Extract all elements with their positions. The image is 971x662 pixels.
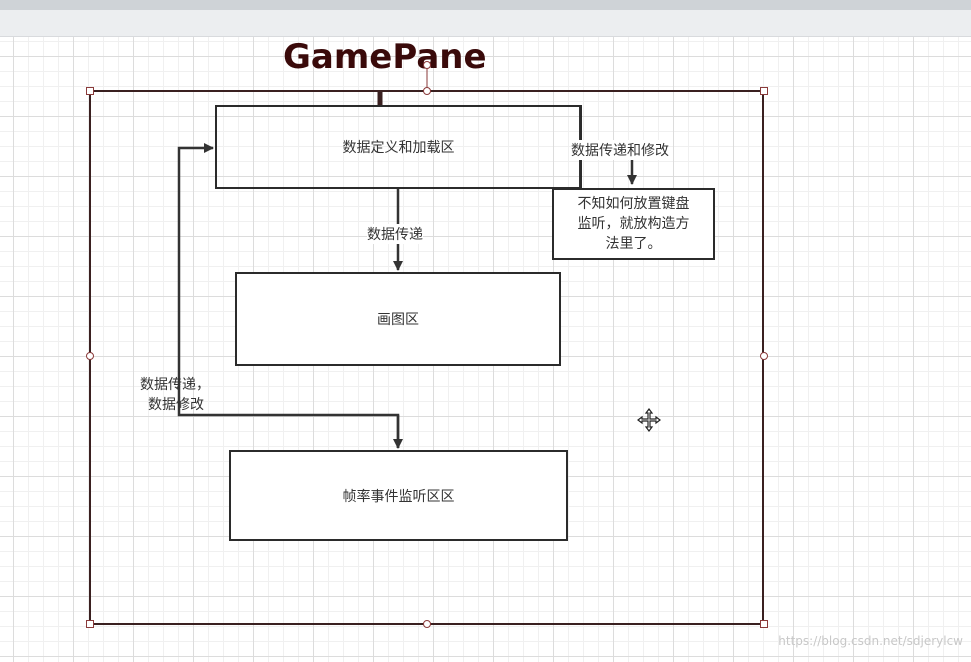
- resize-handle-top-right[interactable]: [760, 87, 768, 95]
- note-line-3: 法里了。: [605, 236, 662, 252]
- load-area-box[interactable]: 数据定义和加载区: [215, 105, 582, 189]
- canvas-toolbar-strip: [0, 10, 971, 37]
- transfer-label: 数据传递: [367, 224, 423, 244]
- resize-handle-top-left[interactable]: [86, 87, 94, 95]
- resize-handle-top-center[interactable]: [423, 87, 431, 95]
- fps-listener-label: 帧率事件监听区区: [342, 488, 455, 505]
- keyboard-note-box[interactable]: 不知如何放置键盘 监听，就放构造方 法里了。: [552, 188, 715, 260]
- window-top-strip: [0, 0, 971, 10]
- diagram-title[interactable]: GamePane: [283, 37, 487, 77]
- resize-handle-bottom-center[interactable]: [423, 620, 431, 628]
- resize-handle-bottom-right[interactable]: [760, 620, 768, 628]
- watermark-text: https://blog.csdn.net/sdjerylcw: [778, 634, 963, 648]
- draw-area-label: 画图区: [377, 312, 419, 328]
- resize-handle-bottom-left[interactable]: [86, 620, 94, 628]
- note-line-2: 监听，就放构造方: [577, 216, 690, 232]
- move-cursor-icon: [637, 408, 661, 432]
- resize-handle-middle-right[interactable]: [760, 352, 768, 360]
- note-line-1: 不知如何放置键盘: [577, 196, 690, 212]
- resize-handle-middle-left[interactable]: [86, 352, 94, 360]
- transfer-modify-label: 数据传递和修改: [571, 140, 669, 160]
- fps-listener-box[interactable]: 帧率事件监听区区: [229, 450, 568, 541]
- load-area-label: 数据定义和加载区: [342, 140, 455, 156]
- loop-label-line-1: 数据传递，: [140, 377, 210, 393]
- rotate-handle-stem: [426, 68, 428, 88]
- draw-area-box[interactable]: 画图区: [235, 272, 561, 366]
- loop-label-line-2: 数据修改: [148, 397, 204, 413]
